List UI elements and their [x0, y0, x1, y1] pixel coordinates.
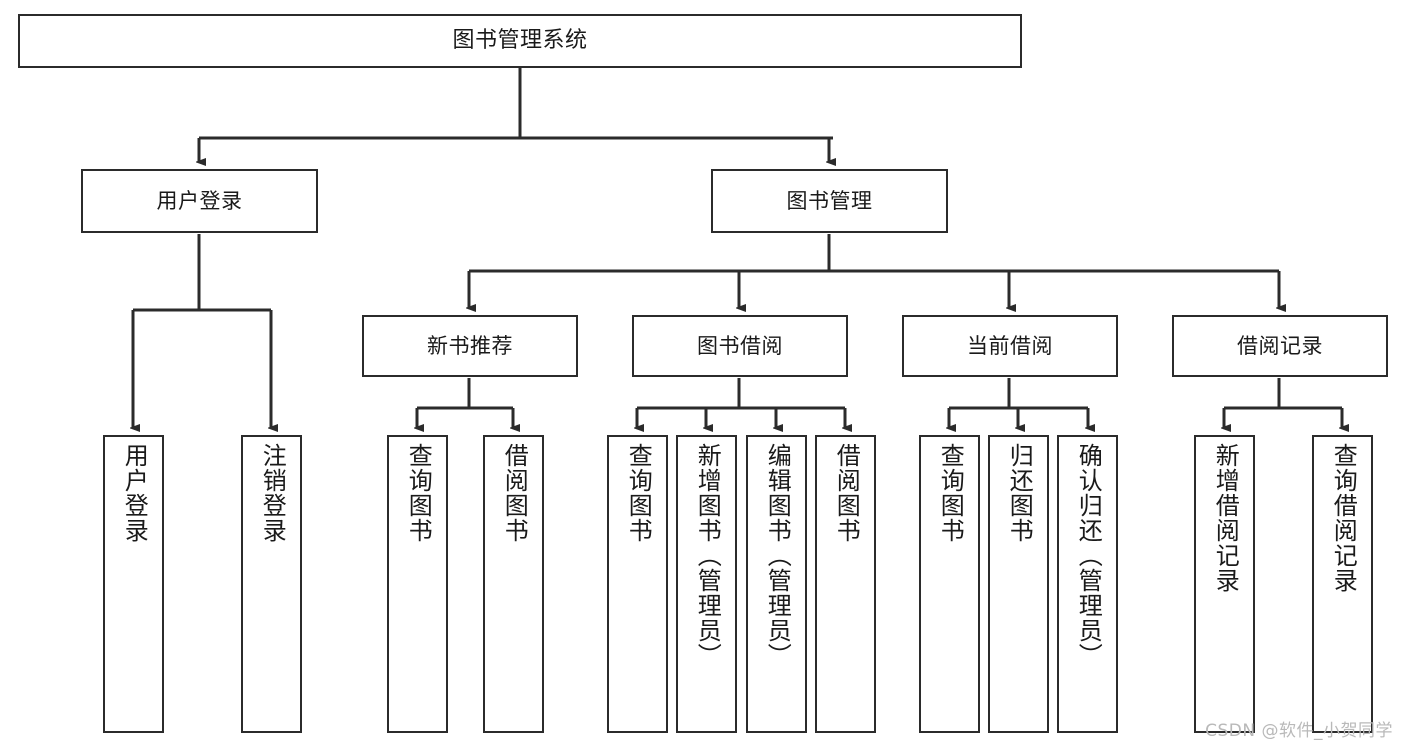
- node-leaf-return-book[interactable]: 归还图书: [988, 435, 1049, 733]
- node-label: 借阅记录: [1237, 333, 1323, 358]
- node-book-borrow[interactable]: 图书借阅: [632, 315, 848, 377]
- node-leaf-borrow-book-recommend[interactable]: 借阅图书: [483, 435, 544, 733]
- node-label: 借阅图书: [832, 443, 861, 543]
- node-leaf-edit-book-admin[interactable]: 编辑图书（管理员）: [746, 435, 807, 733]
- node-root-system[interactable]: 图书管理系统: [18, 14, 1022, 68]
- node-leaf-add-borrow-record[interactable]: 新增借阅记录: [1194, 435, 1255, 733]
- node-label: 查询图书: [404, 443, 433, 543]
- node-label: 注销登录: [258, 443, 287, 543]
- node-leaf-query-book-recommend[interactable]: 查询图书: [387, 435, 448, 733]
- node-label: 借阅图书: [500, 443, 529, 543]
- node-label: 归还图书: [1005, 443, 1034, 543]
- node-borrow-record[interactable]: 借阅记录: [1172, 315, 1388, 377]
- node-book-management[interactable]: 图书管理: [711, 169, 948, 233]
- node-label: 图书管理系统: [452, 28, 588, 53]
- node-label: 查询图书: [624, 443, 653, 543]
- node-leaf-query-borrow-record[interactable]: 查询借阅记录: [1312, 435, 1373, 733]
- node-label: 编辑图书（管理员）: [763, 443, 792, 668]
- node-label: 确认归还（管理员）: [1074, 443, 1103, 668]
- node-label: 查询借阅记录: [1329, 443, 1358, 593]
- node-leaf-query-book-current[interactable]: 查询图书: [919, 435, 980, 733]
- node-leaf-user-logout[interactable]: 注销登录: [241, 435, 302, 733]
- node-user-login[interactable]: 用户登录: [81, 169, 318, 233]
- node-label: 图书借阅: [697, 333, 783, 358]
- node-label: 用户登录: [156, 188, 243, 213]
- watermark-text: CSDN @软件_小贺同学: [1205, 721, 1393, 741]
- node-new-book-recommend[interactable]: 新书推荐: [362, 315, 578, 377]
- node-label: 新书推荐: [427, 333, 513, 358]
- node-label: 图书管理: [786, 188, 873, 213]
- node-label: 新增借阅记录: [1211, 443, 1240, 593]
- node-leaf-confirm-return-admin[interactable]: 确认归还（管理员）: [1057, 435, 1118, 733]
- node-label: 用户登录: [120, 443, 149, 543]
- node-label: 当前借阅: [967, 333, 1053, 358]
- node-label: 查询图书: [936, 443, 965, 543]
- node-leaf-add-book-admin[interactable]: 新增图书（管理员）: [676, 435, 737, 733]
- node-label: 新增图书（管理员）: [693, 443, 722, 668]
- node-current-borrow[interactable]: 当前借阅: [902, 315, 1118, 377]
- node-leaf-user-login[interactable]: 用户登录: [103, 435, 164, 733]
- node-leaf-borrow-book[interactable]: 借阅图书: [815, 435, 876, 733]
- node-leaf-query-book[interactable]: 查询图书: [607, 435, 668, 733]
